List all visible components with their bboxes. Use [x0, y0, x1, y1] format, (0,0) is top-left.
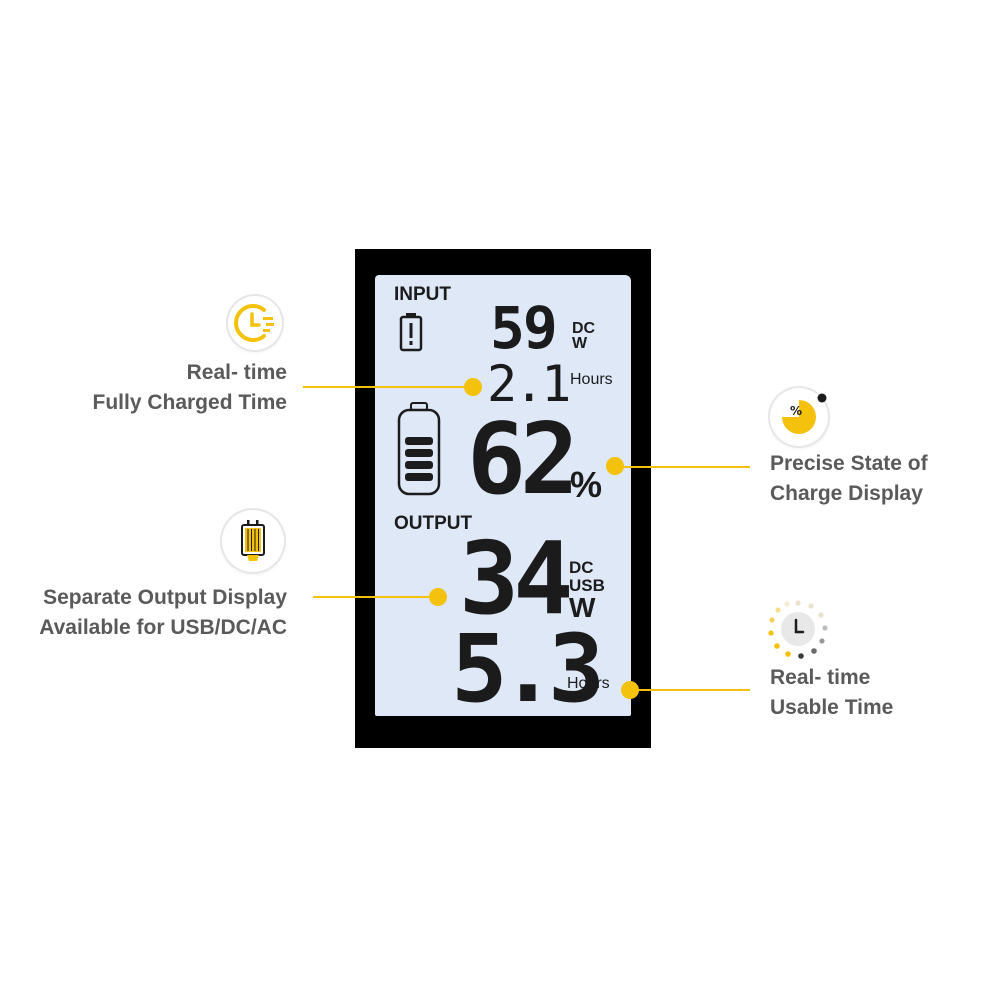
soc-callout: Precise State of Charge Display	[770, 449, 990, 509]
output-label: OUTPUT	[394, 513, 473, 534]
output-line2: Available for USB/DC/AC	[39, 616, 287, 639]
output-callout: Separate Output Display Available for US…	[0, 583, 287, 643]
soc-unit: %	[570, 464, 603, 505]
clock-dots-icon	[766, 598, 830, 662]
usable-time-callout: Real- time Usable Time	[770, 663, 990, 723]
input-label: INPUT	[394, 284, 451, 305]
output-connector	[313, 596, 438, 598]
lcd-screen: INPUT 59 DC W 2.1 Hours 62 % OUTPUT 34 D…	[375, 275, 631, 716]
usb-plug-icon	[222, 510, 284, 572]
charged-time-line1: Real- time	[186, 361, 287, 384]
output-line1: Separate Output Display	[43, 586, 287, 609]
input-watts-value: 59	[490, 294, 558, 362]
output-watts-value: 34	[459, 520, 573, 637]
charge-time-value: 2.1	[487, 355, 571, 413]
svg-text:%: %	[790, 404, 802, 418]
charged-time-line2: Fully Charged Time	[92, 391, 288, 414]
output-dot	[429, 588, 447, 606]
input-unit-w: W	[572, 335, 588, 352]
output-unit-w: W	[569, 592, 596, 623]
usable-time-unit: Hours	[567, 675, 610, 692]
percent-pie-icon: %	[770, 388, 828, 446]
usable-time-connector	[630, 689, 750, 691]
soc-value: 62	[467, 403, 579, 517]
soc-line2: Charge Display	[770, 482, 923, 505]
charge-time-unit: Hours	[570, 371, 613, 388]
output-unit-usb: USB	[569, 576, 605, 595]
battery-level-icon	[397, 402, 441, 496]
usable-time-line2: Usable Time	[770, 696, 894, 719]
usable-time-value: 5.3	[451, 615, 605, 717]
output-unit-dc: DC	[569, 558, 594, 577]
input-unit-dc: DC	[572, 320, 596, 337]
input-battery-alert-icon	[399, 313, 423, 352]
soc-line1: Precise State of	[770, 452, 928, 475]
usable-time-line1: Real- time	[770, 666, 871, 689]
charged-time-dot	[464, 378, 482, 396]
clock-fast-icon	[228, 296, 282, 350]
soc-connector	[615, 466, 750, 468]
charged-time-callout: Real- time Fully Charged Time	[20, 358, 288, 418]
charged-time-connector	[303, 386, 473, 388]
